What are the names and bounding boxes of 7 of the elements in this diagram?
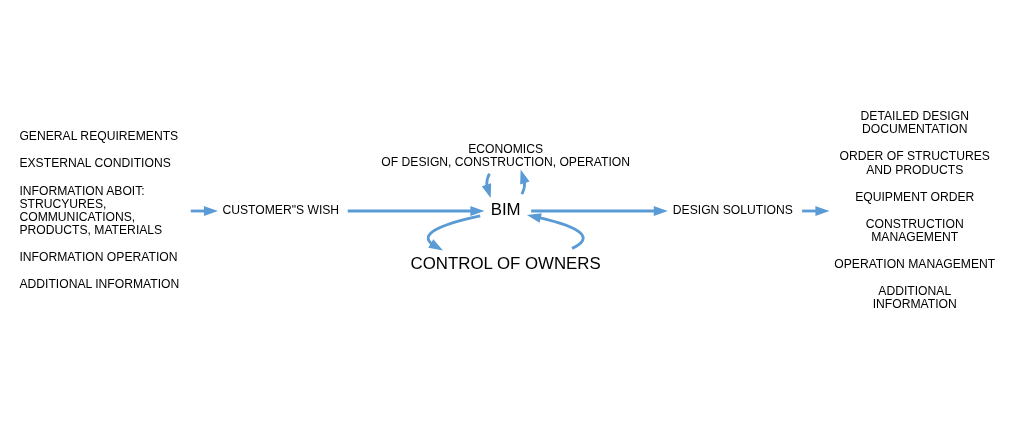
node-text: DESIGN SOLUTIONS (672, 203, 793, 218)
node-text: CUSTOMER"S WISH (222, 203, 340, 218)
node-text: CONTROL OF OWNERS (410, 254, 601, 274)
node-text: ECONOMICS OF DESIGN, CONSTRUCTION, OPERATION (381, 142, 630, 170)
node-text: BIM (490, 200, 521, 220)
node-text: GENERAL REQUIREMENTS EXSTERNAL CONDITIONS INFORMATION ABOIT: STRUCYURES, COMMUNICATIONS, PRODUCTS, MATERIALS INFORMATION OPERATION ADDITIONAL INFORMATION (19, 129, 180, 292)
node-text: DETAILED DESIGN DOCUMENTATION ORDER OF STRUCTURES AND PRODUCTS EQUIPMENT ORDER CONSTRUCTION MANAGEMENT OPERATION MANAGEMENT ADDITIONAL INFORMATION (834, 109, 996, 312)
